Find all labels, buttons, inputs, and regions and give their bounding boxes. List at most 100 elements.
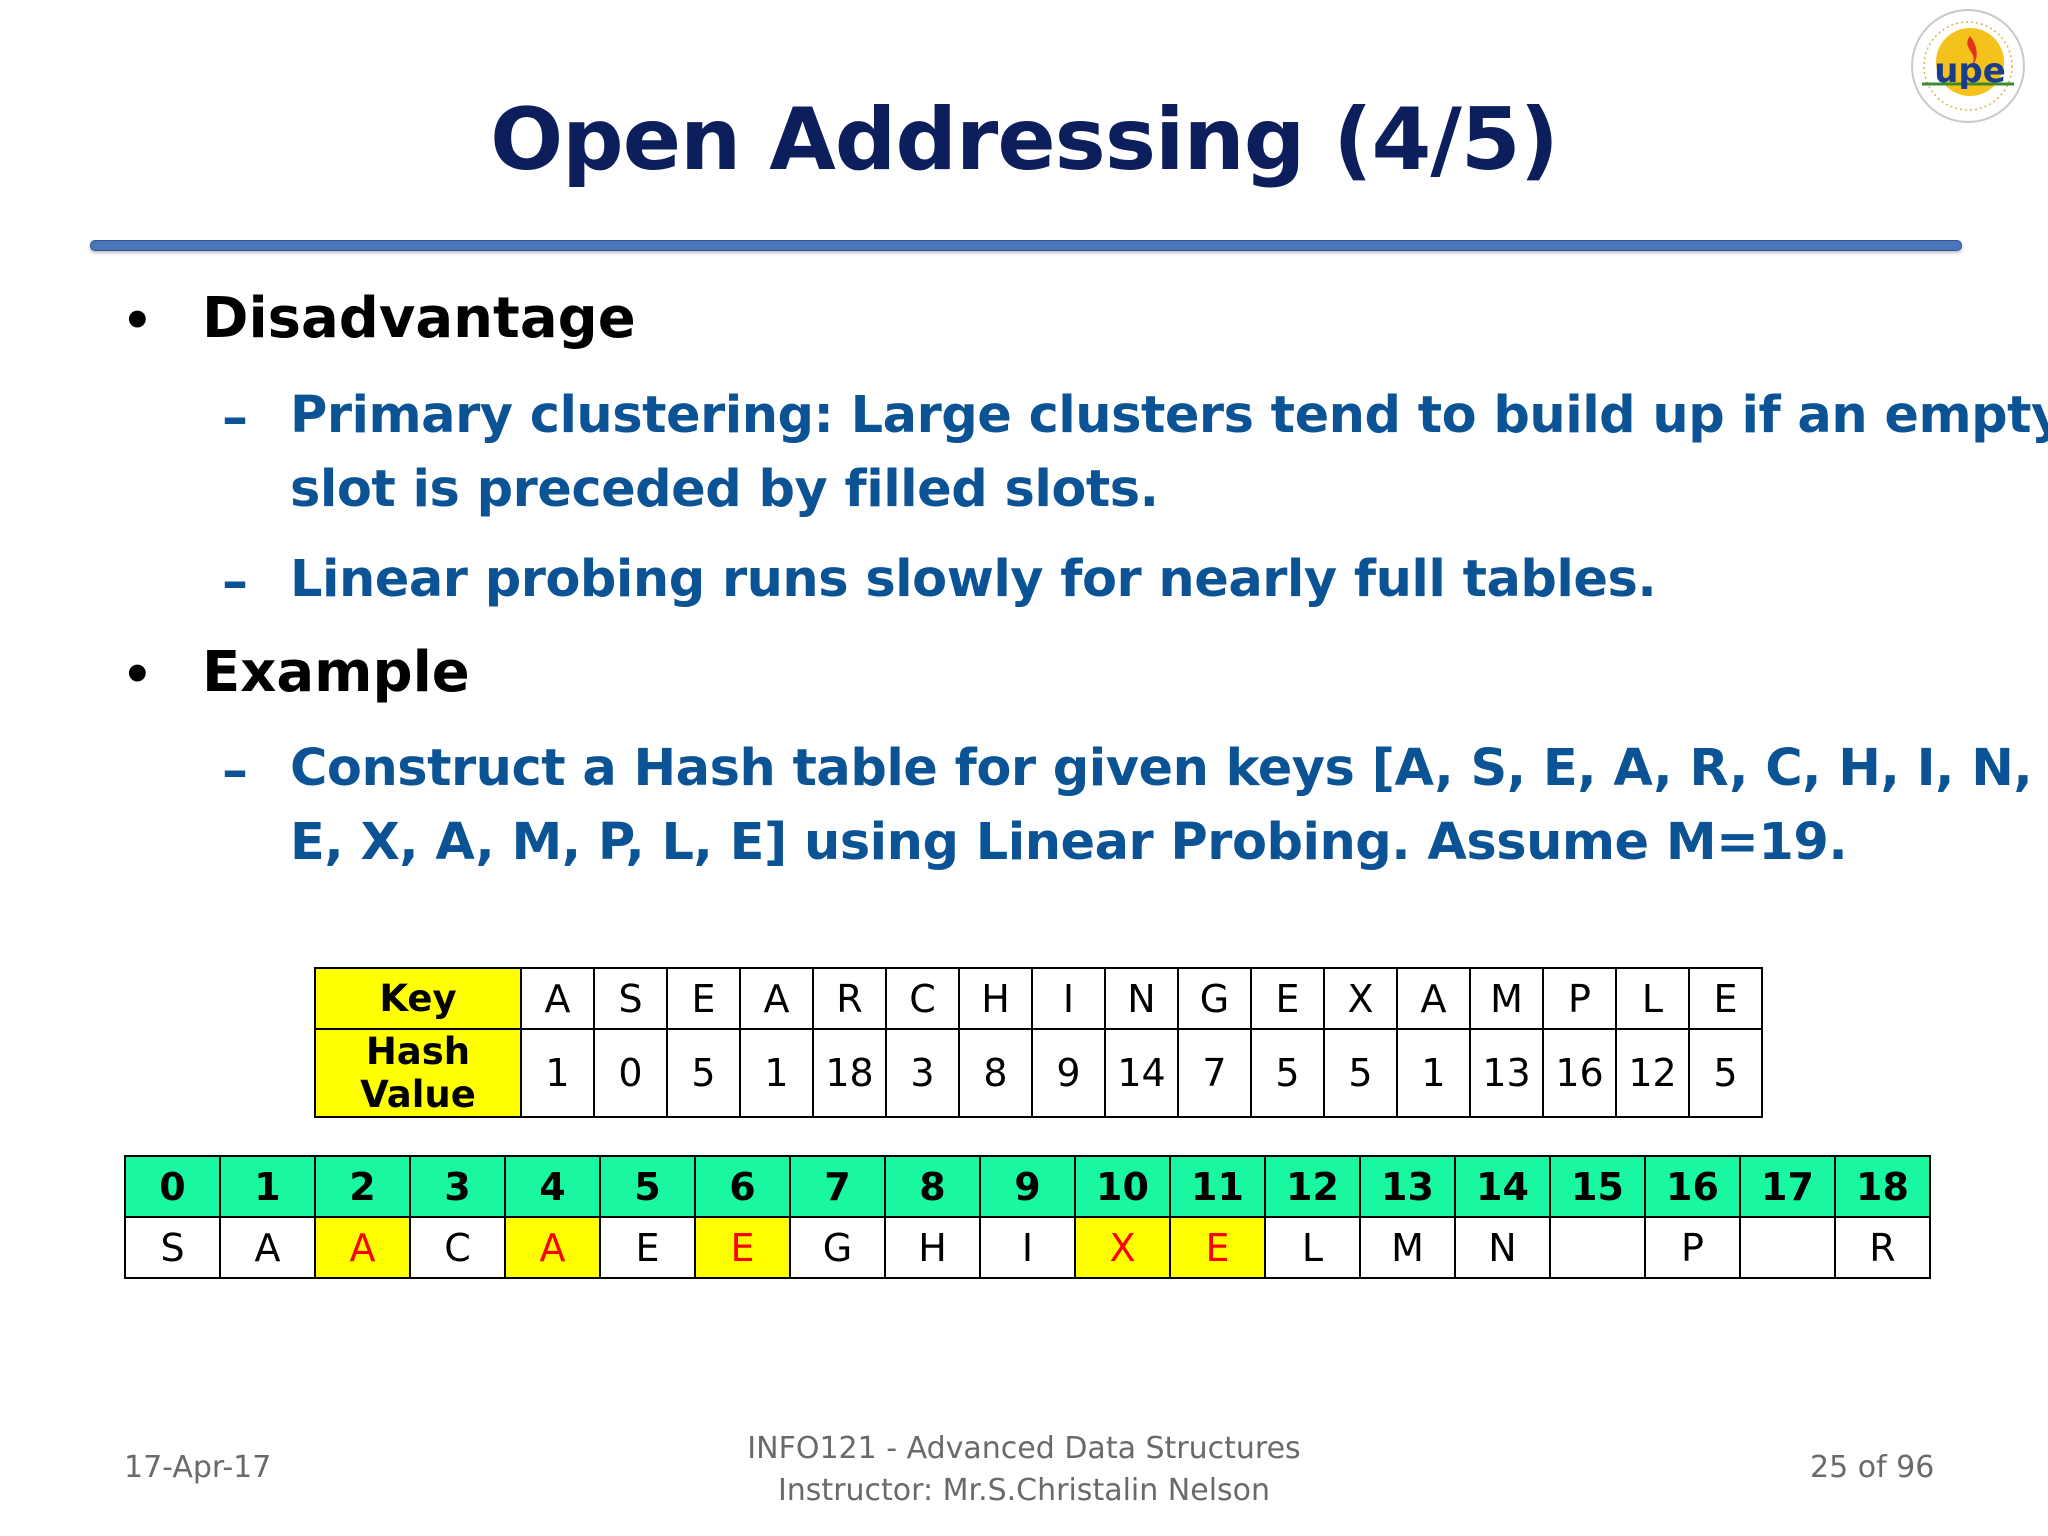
hash-header: Hash Value	[314, 1028, 522, 1118]
slot-index-cell: 15	[1549, 1155, 1646, 1218]
university-logo-icon: upe	[1908, 6, 2028, 126]
key-cell: H	[958, 967, 1033, 1030]
slot-index-cell: 8	[884, 1155, 981, 1218]
slot-index-cell: 11	[1169, 1155, 1266, 1218]
slot-index-cell: 6	[694, 1155, 791, 1218]
key-cell: I	[1031, 967, 1106, 1030]
key-cell: M	[1469, 967, 1544, 1030]
slot-value-cell: A	[219, 1216, 316, 1279]
slot-index-cell: 10	[1074, 1155, 1171, 1218]
slot-value-cell: I	[979, 1216, 1076, 1279]
hash-value-cell: 5	[1250, 1028, 1325, 1118]
slot-value-cell-collision: E	[694, 1216, 791, 1279]
slot-index-cell: 0	[124, 1155, 221, 1218]
slot-index-cell: 14	[1454, 1155, 1551, 1218]
hash-value-cell: 7	[1177, 1028, 1252, 1118]
key-cell: G	[1177, 967, 1252, 1030]
hash-value-cell: 16	[1542, 1028, 1617, 1118]
slot-value-cell-collision: X	[1074, 1216, 1171, 1279]
slot-value-cell: P	[1644, 1216, 1741, 1279]
title-divider	[90, 240, 1962, 251]
bullet-dot: •	[122, 647, 153, 703]
footer-date: 17-Apr-17	[124, 1450, 272, 1485]
hash-value-cell: 5	[1323, 1028, 1398, 1118]
key-cell: A	[739, 967, 814, 1030]
slot-index-cell: 5	[599, 1155, 696, 1218]
hash-value-cell: 5	[666, 1028, 741, 1118]
slot-index-cell: 1	[219, 1155, 316, 1218]
hash-value-cell: 1	[739, 1028, 814, 1118]
footer-instructor: Instructor: Mr.S.Christalin Nelson	[777, 1473, 1271, 1508]
hash-value-cell: 0	[593, 1028, 668, 1118]
slot-value-cell: H	[884, 1216, 981, 1279]
key-cell: E	[1250, 967, 1325, 1030]
slot-index-cell: 7	[789, 1155, 886, 1218]
key-cell: E	[1688, 967, 1763, 1030]
footer-page-number: 25 of 96	[1810, 1450, 1935, 1485]
key-cell: P	[1542, 967, 1617, 1030]
subitem-text: Linear probing runs slowly for nearly fu…	[290, 550, 1657, 609]
hash-value-cell: 12	[1615, 1028, 1690, 1118]
key-cell: A	[1396, 967, 1471, 1030]
key-cell: S	[593, 967, 668, 1030]
slot-value-cell	[1549, 1216, 1646, 1279]
hash-value-cell: 13	[1469, 1028, 1544, 1118]
slot-index-cell: 3	[409, 1155, 506, 1218]
slot-index-cell: 13	[1359, 1155, 1456, 1218]
subitem-text: Primary clustering: Large clusters tend …	[290, 386, 2048, 445]
key-cell: A	[520, 967, 595, 1030]
slot-value-cell: C	[409, 1216, 506, 1279]
hash-value-cell: 1	[520, 1028, 595, 1118]
key-cell: R	[812, 967, 887, 1030]
footer-course: INFO121 - Advanced Data Structures	[747, 1431, 1301, 1466]
slot-value-cell-collision: E	[1169, 1216, 1266, 1279]
slot-value-cell: N	[1454, 1216, 1551, 1279]
bullet-heading-example: Example	[202, 640, 470, 705]
hash-value-cell: 14	[1104, 1028, 1179, 1118]
subitem-text: Construct a Hash table for given keys [A…	[290, 739, 2048, 798]
key-cell: X	[1323, 967, 1398, 1030]
hash-value-cell: 18	[812, 1028, 887, 1118]
slot-index-cell: 18	[1834, 1155, 1931, 1218]
slot-index-cell: 2	[314, 1155, 411, 1218]
slot-index-cell: 4	[504, 1155, 601, 1218]
key-cell: C	[885, 967, 960, 1030]
slot-value-cell-collision: A	[314, 1216, 411, 1279]
key-cell: N	[1104, 967, 1179, 1030]
footer-course-info: INFO121 - Advanced Data Structures Instr…	[0, 1428, 2048, 1512]
hash-value-cell: 5	[1688, 1028, 1763, 1118]
subitem-text: slot is preceded by filled slots.	[290, 460, 1159, 519]
dash-marker: –	[222, 388, 248, 448]
key-cell: L	[1615, 967, 1690, 1030]
subitem-text: E, X, A, M, P, L, E] using Linear Probin…	[290, 813, 1848, 872]
bullet-heading-disadvantage: Disadvantage	[202, 286, 636, 351]
slide-title: Open Addressing (4/5)	[490, 90, 1559, 190]
hash-value-cell: 3	[885, 1028, 960, 1118]
hash-value-cell: 9	[1031, 1028, 1106, 1118]
hash-value-cell: 1	[1396, 1028, 1471, 1118]
svg-text:upe: upe	[1934, 51, 2006, 91]
hash-value-cell: 8	[958, 1028, 1033, 1118]
slot-value-cell: G	[789, 1216, 886, 1279]
slot-index-cell: 9	[979, 1155, 1076, 1218]
slot-index-cell: 17	[1739, 1155, 1836, 1218]
key-cell: E	[666, 967, 741, 1030]
slot-index-cell: 16	[1644, 1155, 1741, 1218]
slot-value-cell: E	[599, 1216, 696, 1279]
key-header: Key	[314, 967, 522, 1030]
bullet-dot: •	[122, 293, 153, 349]
dash-marker: –	[222, 552, 248, 612]
slot-value-cell: L	[1264, 1216, 1361, 1279]
slot-value-cell: M	[1359, 1216, 1456, 1279]
dash-marker: –	[222, 741, 248, 801]
slot-value-cell-collision: A	[504, 1216, 601, 1279]
slot-value-cell	[1739, 1216, 1836, 1279]
slot-value-cell: S	[124, 1216, 221, 1279]
slot-index-cell: 12	[1264, 1155, 1361, 1218]
